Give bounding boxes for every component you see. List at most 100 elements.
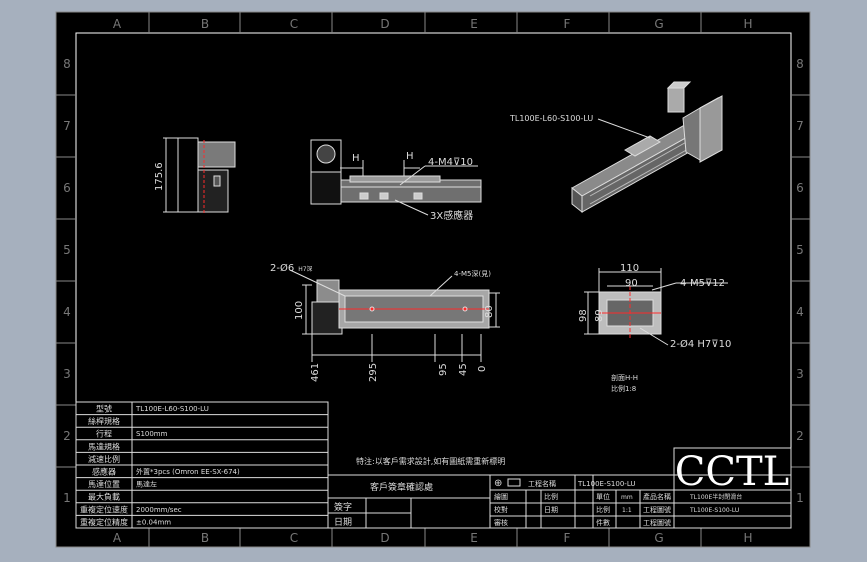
customer-confirm-label: 客戶簽章確認處: [370, 481, 433, 493]
col-label: H: [743, 531, 752, 545]
col-label: A: [113, 17, 122, 31]
unit-value: mm: [621, 494, 633, 501]
section-scale: 比例1:8: [611, 384, 636, 393]
sheet-label: 件數: [596, 518, 610, 527]
row-label: 1: [796, 491, 804, 505]
plan-dim-95: 95: [438, 363, 449, 376]
col-label: C: [290, 531, 298, 545]
section-caption: 剖面H-H: [611, 373, 638, 382]
zone-column-labels: A B C D E F G H A B C D E F G H: [113, 17, 753, 545]
col-label: D: [380, 531, 389, 545]
company-label: 工程圖號: [643, 518, 671, 527]
spec-label: 重複定位精度: [80, 517, 128, 527]
col-label: D: [380, 17, 389, 31]
front-view: [310, 139, 482, 216]
title-logo-mark: [507, 478, 521, 487]
section-dim-110: 110: [620, 263, 639, 274]
section-view: [584, 268, 728, 346]
check-label: 校對: [494, 505, 508, 514]
col-label: F: [564, 17, 571, 31]
row-label: 1: [63, 491, 71, 505]
spec-label: 馬達規格: [88, 441, 120, 451]
row-label: 2: [796, 429, 804, 443]
zone-ticks: [56, 12, 810, 547]
row-label: 5: [796, 243, 804, 257]
row-label: 7: [63, 119, 71, 133]
spec-label: 型號: [96, 404, 112, 414]
spec-value: ±0.04mm: [136, 518, 171, 526]
title-block: [489, 447, 792, 529]
spec-value: 馬達左: [136, 480, 157, 489]
scale-value: 1:1: [622, 507, 632, 514]
col-label: G: [654, 17, 663, 31]
front-h-left: H: [352, 153, 360, 164]
row-label: 3: [796, 367, 804, 381]
row-label: 5: [63, 243, 71, 257]
drawing-no-label: 工程圖號: [643, 505, 671, 514]
row-label: 8: [796, 57, 804, 71]
project-name-label: 工程名稱: [528, 479, 556, 488]
plan-dim-80: 80: [484, 305, 495, 318]
scale-label: 比例: [544, 492, 558, 501]
drawn-label: 繪圖: [494, 492, 508, 501]
plan-dim-100: 100: [294, 301, 305, 320]
front-h-right: H: [406, 151, 414, 162]
sign-label: 簽字: [334, 501, 352, 513]
plan-dim-45: 45: [458, 363, 469, 376]
plan-dim-461: 461: [310, 363, 321, 382]
spec-table: [75, 401, 329, 529]
special-note: 特注:以客戶需求設計,如有圖紙需重新標明: [356, 456, 505, 466]
product-name-label: 產品名稱: [643, 492, 671, 501]
section-dim-90: 90: [625, 278, 638, 289]
title-angle-mark: ⊕: [494, 478, 502, 489]
spec-label: 馬達位置: [88, 479, 120, 489]
spec-label: 行程: [96, 429, 112, 439]
drawing-no-value: TL100E-S100-LU: [689, 507, 739, 514]
side-dim-175: 175.6: [154, 162, 165, 191]
spec-value: 外置*3pcs (Omron EE-SX-674): [136, 467, 240, 476]
row-label: 7: [796, 119, 804, 133]
row-label: 6: [63, 181, 71, 195]
row-label: 8: [63, 57, 71, 71]
unit-label: 單位: [596, 492, 610, 501]
front-thread-note: 4-M4⊽10: [428, 157, 473, 168]
col-label: H: [743, 17, 752, 31]
spec-label: 最大負載: [88, 492, 120, 502]
row-label: 4: [796, 305, 804, 319]
front-sensor-note: 3X感應器: [430, 209, 473, 222]
col-label: A: [113, 531, 122, 545]
spec-value: TL100E-L60-S100-LU: [135, 405, 209, 413]
spec-value: S100mm: [136, 430, 168, 438]
isometric-view: [571, 81, 723, 214]
spec-label: 感應器: [92, 467, 116, 477]
approve-label: 審核: [494, 518, 508, 527]
row-label: 6: [796, 181, 804, 195]
col-label: G: [654, 531, 663, 545]
row-label: 3: [63, 367, 71, 381]
side-view: [163, 137, 236, 214]
spec-label: 重複定位速度: [80, 504, 128, 514]
plan-dim-0: 0: [477, 366, 488, 372]
col-label: B: [201, 531, 209, 545]
row-label: 4: [63, 305, 71, 319]
product-name-value: TL100E半封閉滑台: [689, 493, 742, 501]
tb-date-label: 日期: [544, 506, 558, 514]
col-label: E: [470, 17, 478, 31]
cctl-logo: CCTL: [675, 449, 789, 495]
zone-row-labels: 8 7 6 5 4 3 2 1 8 7 6 5 4 3 2 1: [63, 57, 804, 505]
col-label: E: [470, 531, 478, 545]
plan-thread-note: 4-M5深(見): [454, 269, 491, 278]
spec-value: 2000mm/sec: [136, 506, 182, 514]
plan-dim-295: 295: [368, 363, 379, 382]
spec-label: 絲桿規格: [88, 416, 120, 426]
section-thread-note: 4-M5⊽12: [680, 278, 725, 289]
spec-labels: 型號 絲桿規格 行程 馬達規格 減速比例 感應器 馬達位置 最大負載 重複定位速…: [80, 404, 128, 527]
plan-view: [289, 269, 500, 362]
col-label: F: [564, 531, 571, 545]
section-dim-89: 89: [594, 309, 605, 322]
tb-scale-label: 比例: [596, 505, 610, 514]
col-label: C: [290, 17, 298, 31]
row-label: 2: [63, 429, 71, 443]
col-label: B: [201, 17, 209, 31]
